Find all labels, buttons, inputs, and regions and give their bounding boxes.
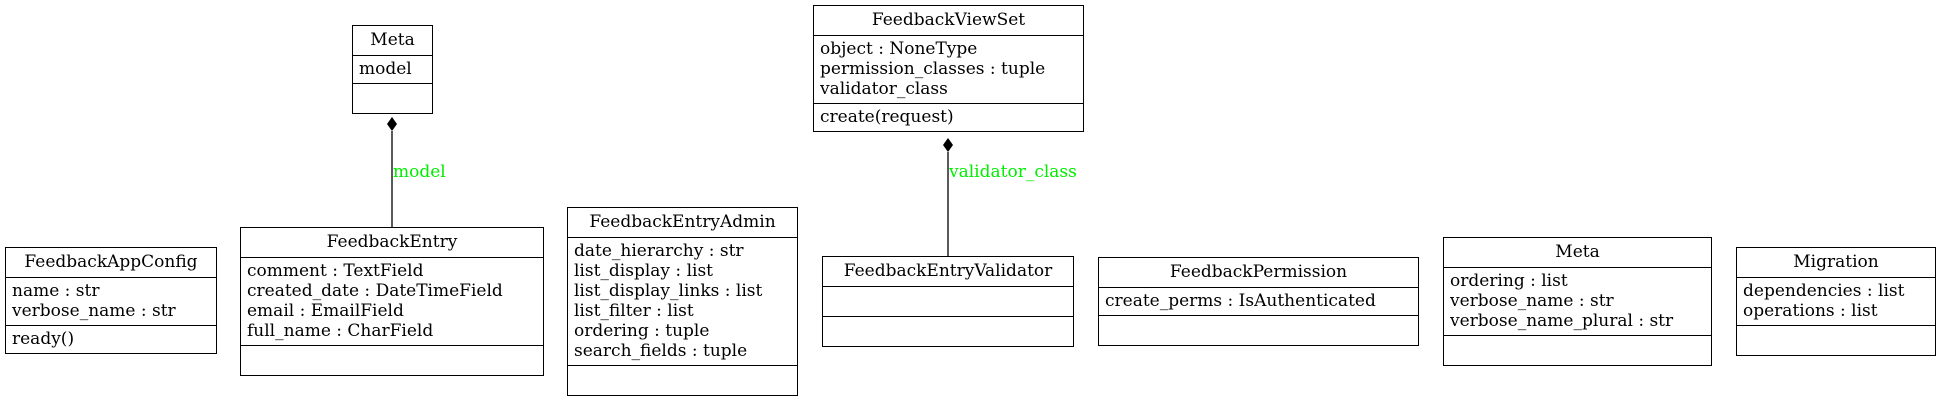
class-attributes: [823, 287, 1073, 317]
attribute: email : EmailField: [247, 301, 404, 321]
attribute: ordering : tuple: [574, 321, 710, 341]
class-feedback-permission: FeedbackPermission create_perms : IsAuth…: [1098, 257, 1419, 346]
edge-label-model: model: [393, 162, 446, 182]
attribute: verbose_name_plural : str: [1450, 311, 1674, 331]
attribute: validator_class: [820, 79, 948, 99]
attribute: operations : list: [1743, 301, 1878, 321]
class-name: FeedbackPermission: [1099, 258, 1418, 288]
class-methods: [1444, 336, 1711, 365]
attribute: create_perms : IsAuthenticated: [1105, 291, 1376, 311]
class-methods: ready(): [6, 326, 216, 353]
attribute: dependencies : list: [1743, 281, 1905, 301]
class-feedback-entry-validator: FeedbackEntryValidator: [822, 256, 1074, 347]
class-name: Meta: [353, 26, 432, 56]
attribute: comment : TextField: [247, 261, 424, 281]
method: ready(): [12, 329, 75, 349]
class-name: FeedbackEntry: [241, 228, 543, 258]
attribute: date_hierarchy : str: [574, 241, 744, 261]
class-name: Meta: [1444, 238, 1711, 268]
class-methods: [568, 366, 797, 395]
method: create(request): [820, 107, 954, 127]
class-methods: [823, 317, 1073, 346]
class-name: FeedbackEntryAdmin: [568, 208, 797, 238]
attribute: permission_classes : tuple: [820, 59, 1046, 79]
attribute: created_date : DateTimeField: [247, 281, 503, 301]
attribute: list_display_links : list: [574, 281, 763, 301]
attribute: search_fields : tuple: [574, 341, 748, 361]
composition-diamond-model: [387, 117, 397, 131]
class-meta-top: Meta model: [352, 25, 433, 114]
class-methods: [353, 84, 432, 113]
class-name: FeedbackEntryValidator: [823, 257, 1073, 287]
class-name: FeedbackAppConfig: [6, 248, 216, 278]
class-name: Migration: [1737, 248, 1935, 278]
class-attributes: model: [353, 56, 432, 84]
class-methods: [1099, 316, 1418, 345]
class-name: FeedbackViewSet: [814, 6, 1083, 36]
edge-label-validator-class: validator_class: [949, 162, 1077, 182]
attribute: list_display : list: [574, 261, 713, 281]
attribute: full_name : CharField: [247, 321, 434, 341]
class-methods: [1737, 326, 1935, 355]
composition-diamond-validator-class: [943, 138, 953, 152]
attribute: list_filter : list: [574, 301, 694, 321]
attribute: ordering : list: [1450, 271, 1568, 291]
class-methods: [241, 346, 543, 375]
attribute: name : str: [12, 281, 100, 301]
class-attributes: create_perms : IsAuthenticated: [1099, 288, 1418, 316]
attribute: verbose_name : str: [1450, 291, 1614, 311]
attribute: verbose_name : str: [12, 301, 176, 321]
attribute: model: [359, 59, 412, 79]
class-methods: create(request): [814, 104, 1083, 131]
attribute: object : NoneType: [820, 39, 978, 59]
